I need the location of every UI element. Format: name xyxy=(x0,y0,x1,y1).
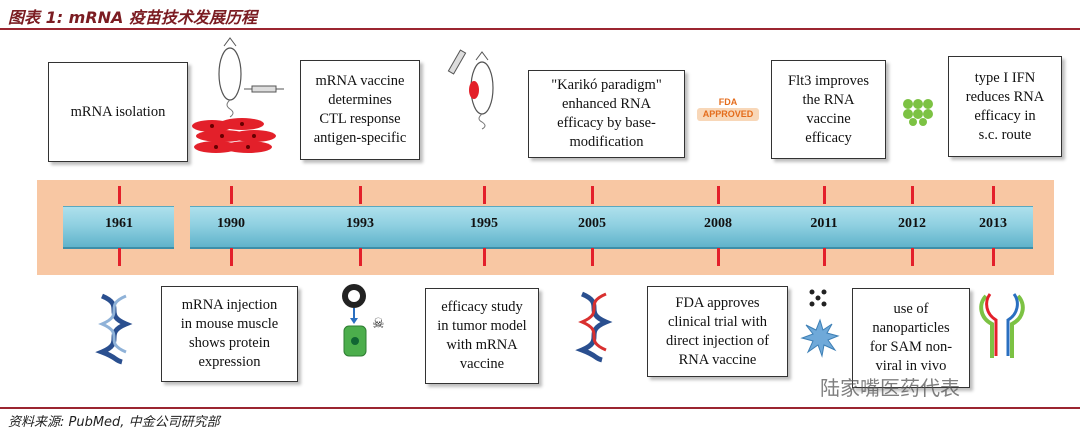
tick-2012-top xyxy=(911,186,914,204)
event-box-2011: Flt3 improves the RNA vaccine efficacy xyxy=(771,60,886,159)
ctl-cell-icon: ☠ xyxy=(342,284,385,357)
tick-2013-top xyxy=(992,186,995,204)
antibody-icon xyxy=(979,293,1025,358)
tick-1990-bottom xyxy=(230,248,233,266)
rna-helix-icon xyxy=(95,293,133,365)
event-box-2005: "Karikó paradigm" enhanced RNA efficacy … xyxy=(528,70,685,158)
timeline-bar-main xyxy=(190,206,1033,249)
tick-1961-bottom xyxy=(118,248,121,266)
year-label: 1995 xyxy=(470,216,498,231)
event-box-2012: use of nanoparticles for SAM non- viral … xyxy=(852,288,970,388)
tick-2005-bottom xyxy=(591,248,594,266)
tick-1995-top xyxy=(483,186,486,204)
chart-title: 图表 1: mRNA 疫苗技术发展历程 xyxy=(8,8,258,27)
svg-text:☠: ☠ xyxy=(372,316,385,332)
fda-approved-badge: FDA APPROVED xyxy=(697,97,759,121)
event-box-2008: FDA approves clinical trial with direct … xyxy=(647,286,788,377)
tick-2008-bottom xyxy=(717,248,720,266)
event-box-1995: efficacy study in tumor model with mRNA … xyxy=(425,288,539,384)
tick-2005-top xyxy=(591,186,594,204)
tick-1993-top xyxy=(359,186,362,204)
tick-2011-top xyxy=(823,186,826,204)
timeline-bar-left xyxy=(63,206,174,249)
year-label: 2005 xyxy=(578,216,606,231)
event-box-1990: mRNA injection in mouse muscle shows pro… xyxy=(161,286,298,382)
bottom-divider xyxy=(0,407,1080,409)
tick-2011-bottom xyxy=(823,248,826,266)
tick-2013-bottom xyxy=(992,248,995,266)
spiky-nanoparticle-icon xyxy=(800,318,840,358)
tick-1993-bottom xyxy=(359,248,362,266)
tick-1995-bottom xyxy=(483,248,486,266)
year-label: 2011 xyxy=(810,216,838,231)
year-label: 1961 xyxy=(105,216,133,231)
tick-2012-bottom xyxy=(911,248,914,266)
mouse-syringe-icon xyxy=(218,37,284,118)
year-label: 2013 xyxy=(979,216,1007,231)
rna-helix-modified-icon xyxy=(575,291,613,363)
event-box-1961: mRNA isolation xyxy=(48,62,188,162)
tick-2008-top xyxy=(717,186,720,204)
source-note: 资料来源: PubMed, 中金公司研究部 xyxy=(8,415,220,430)
fda-badge-line2: APPROVED xyxy=(697,108,759,121)
event-box-2013: type I IFN reduces RNA efficacy in s.c. … xyxy=(948,56,1062,157)
tick-1990-top xyxy=(230,186,233,204)
year-label: 2012 xyxy=(898,216,926,231)
year-label: 1990 xyxy=(217,216,245,231)
year-label: 1993 xyxy=(346,216,374,231)
mouse-injected-icon xyxy=(447,49,494,130)
fda-badge-line1: FDA xyxy=(718,97,738,107)
nanoparticle-cluster-icon xyxy=(903,99,933,126)
event-box-1993: mRNA vaccine determines CTL response ant… xyxy=(300,60,420,160)
watermark: 陆家嘴医药代表 xyxy=(820,376,960,400)
year-label: 2008 xyxy=(704,216,732,231)
particles-icon xyxy=(809,289,827,307)
top-divider xyxy=(0,28,1080,30)
muscle-cells-icon xyxy=(192,118,276,153)
tick-1961-top xyxy=(118,186,121,204)
